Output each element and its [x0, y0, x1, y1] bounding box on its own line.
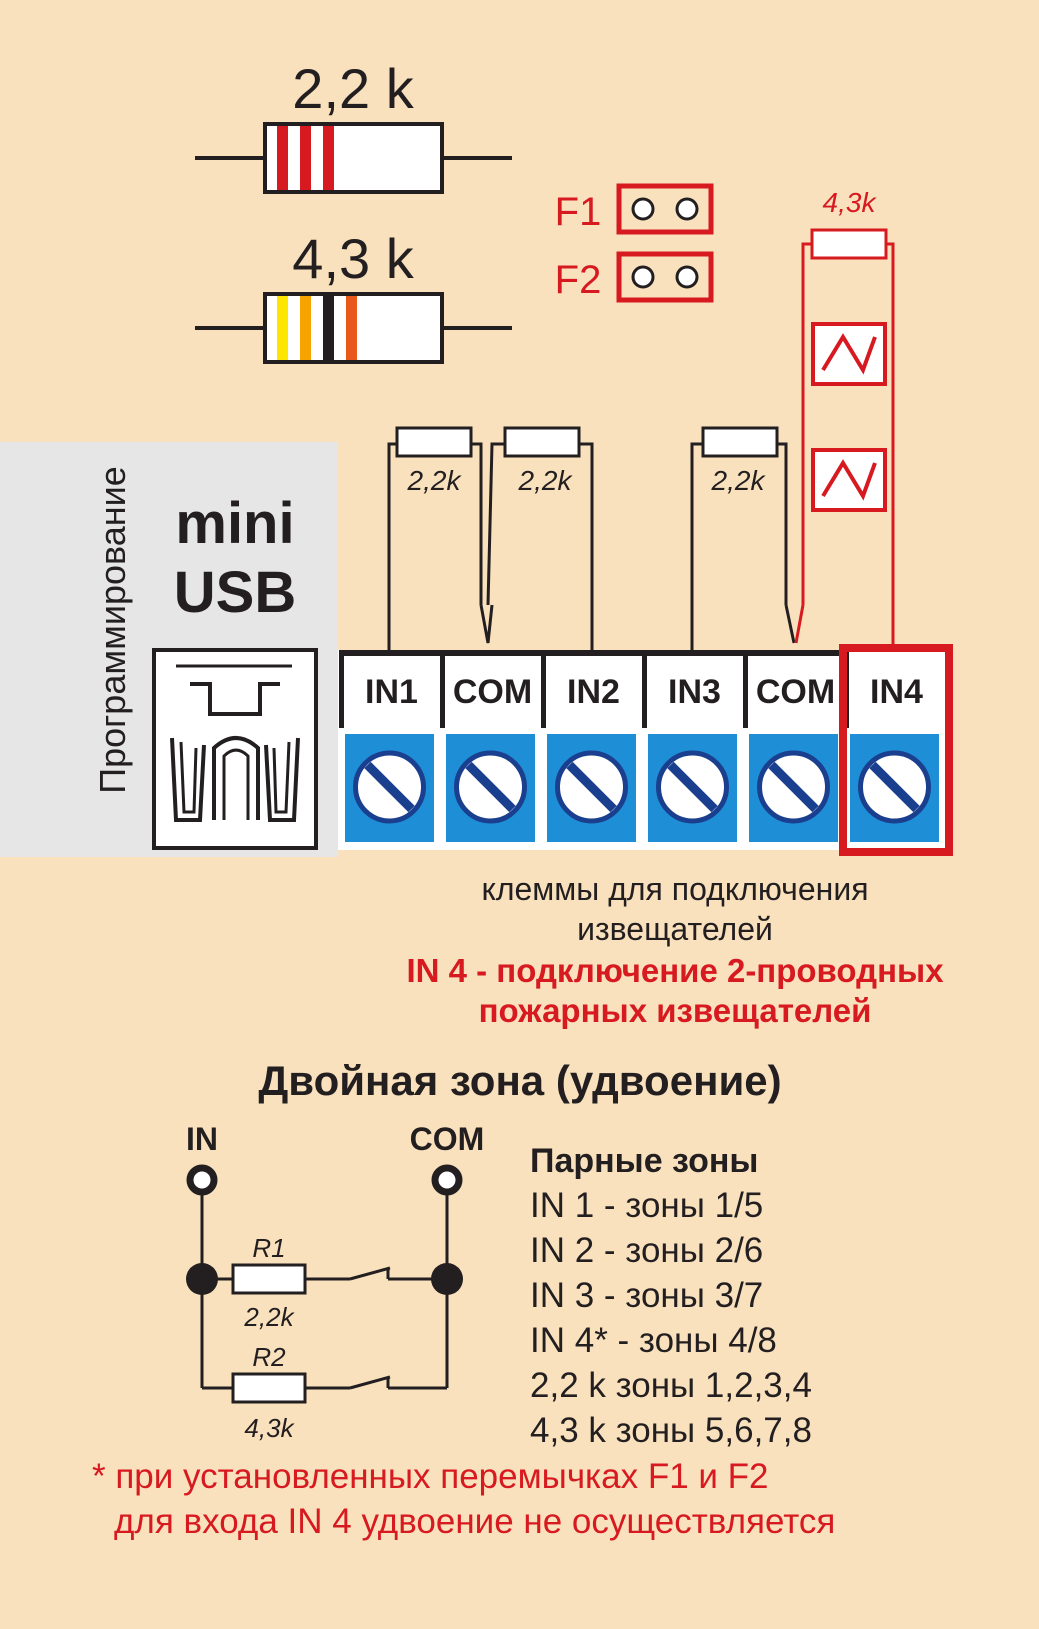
terminal-label: IN3: [668, 673, 721, 711]
color-band: [346, 296, 357, 360]
r2-name: R2: [252, 1342, 286, 1372]
resistor-value-in1: 2,2k: [407, 465, 463, 496]
color-band: [300, 126, 311, 190]
fire-detector-icon: [811, 322, 887, 386]
terminal-label: IN4: [870, 673, 923, 711]
paired-zone-line: IN 2 - зоны 2/6: [530, 1231, 763, 1270]
screw-slot: [768, 761, 819, 813]
usb-title-line2: USB: [174, 560, 296, 625]
paired-zones-list: Парные зоны IN 1 - зоны 1/5 IN 2 - зоны …: [530, 1142, 812, 1450]
terminal-divider: [642, 650, 647, 728]
terminal-2: COM: [440, 650, 541, 842]
jumper-pin: [675, 265, 699, 289]
color-band: [300, 296, 311, 360]
resistor-legend-label: 2,2 k: [292, 57, 414, 120]
terminal-top-bar: [743, 650, 844, 656]
double-zone-schematic: IN COM R1 2,2k R2 4,3k: [186, 1121, 484, 1443]
terminal-divider: [339, 650, 344, 728]
paired-zone-line: 4,3 k зоны 5,6,7,8: [530, 1411, 812, 1450]
terminal-divider: [541, 650, 546, 728]
footnote-line2: для входа IN 4 удвоение не осуществляетс…: [114, 1502, 835, 1541]
jumper-label: F2: [555, 258, 602, 302]
caption-line2: извещателей: [577, 911, 773, 947]
terminal-node-in: [186, 1164, 218, 1196]
detector-wiring: [387, 426, 796, 650]
terminal-top-bar: [642, 650, 743, 656]
resistor-value-in3: 2,2k: [711, 465, 767, 496]
terminal-1: IN1: [339, 650, 440, 842]
screw-slot: [465, 761, 516, 813]
color-band: [323, 296, 334, 360]
terminal-label: COM: [453, 673, 532, 711]
fire-loop-in4: [794, 228, 895, 650]
terminal-label: IN2: [567, 673, 620, 711]
jumper-f1: F1: [555, 183, 714, 235]
r2-value: 4,3k: [244, 1413, 295, 1443]
resistor-in3: [701, 426, 779, 458]
usb-panel: Программирование mini USB: [0, 442, 338, 857]
r1-name: R1: [252, 1233, 285, 1263]
terminal-top-bar: [440, 650, 541, 656]
jumper-pin: [675, 197, 699, 221]
terminal-block: IN1 COM IN2 IN3 COM IN4: [338, 644, 953, 856]
resistor-body: [263, 122, 444, 194]
resistor-in1: [395, 426, 473, 458]
screw-slot: [667, 761, 718, 813]
junction-dot: [186, 1263, 218, 1295]
usb-title-line1: mini: [175, 491, 294, 556]
jumper-pin: [631, 265, 655, 289]
color-band: [323, 126, 334, 190]
terminal-label: COM: [756, 673, 835, 711]
jumper-f2: F2: [555, 251, 714, 303]
node-label-in: IN: [186, 1121, 218, 1157]
terminal-divider: [440, 650, 445, 728]
footnote-line1: * при установленных перемычках F1 и F2: [92, 1457, 769, 1496]
caption-red-line2: пожарных извещателей: [479, 992, 872, 1029]
fire-detector-icon: [811, 448, 887, 512]
color-band: [277, 126, 288, 190]
terminal-3: IN2: [541, 650, 642, 842]
screw-slot: [869, 761, 920, 813]
resistor-legend-label: 4,3 k: [292, 227, 414, 290]
screw-slot: [566, 761, 617, 813]
resistor-in4: [810, 228, 888, 260]
terminal-label: IN1: [365, 673, 418, 711]
paired-zone-line: IN 4* - зоны 4/8: [530, 1321, 777, 1360]
terminal-divider: [743, 650, 748, 728]
jumper-pin: [631, 197, 655, 221]
screw-slot: [364, 761, 415, 813]
resistor-value-in4: 4,3k: [823, 187, 878, 218]
r1-value: 2,2k: [243, 1302, 295, 1332]
terminal-top-bar: [339, 650, 440, 656]
node-label-com: COM: [410, 1121, 485, 1157]
paired-zones-heading: Парные зоны: [530, 1142, 758, 1180]
terminal-5: COM: [743, 650, 844, 842]
mini-usb-connector-icon: [152, 648, 318, 850]
color-band: [277, 296, 288, 360]
terminal-node-com: [431, 1164, 463, 1196]
terminal-top-bar: [541, 650, 642, 656]
resistor-value-in2: 2,2k: [518, 465, 574, 496]
resistor-legend-4-3k: 4,3 k: [195, 227, 512, 364]
paired-zone-line: IN 3 - зоны 3/7: [530, 1276, 763, 1315]
jumper-label: F1: [555, 190, 602, 234]
paired-zone-line: 2,2 k зоны 1,2,3,4: [530, 1366, 812, 1405]
resistor-r2: [231, 1372, 307, 1404]
caption-line1: клеммы для подключения: [481, 871, 868, 907]
in4-highlight-frame: [839, 644, 953, 856]
resistor-legend-2-2k: 2,2 k: [195, 57, 512, 194]
caption-red-line1: IN 4 - подключение 2-проводных: [406, 952, 944, 989]
resistor-r1: [231, 1263, 307, 1295]
terminal-4: IN3: [642, 650, 743, 842]
programming-label: Программирование: [92, 466, 133, 794]
paired-zone-line: IN 1 - зоны 1/5: [530, 1186, 763, 1225]
resistor-in2: [503, 426, 581, 458]
junction-dot: [431, 1263, 463, 1295]
double-zone-title: Двойная зона (удвоение): [258, 1057, 781, 1104]
